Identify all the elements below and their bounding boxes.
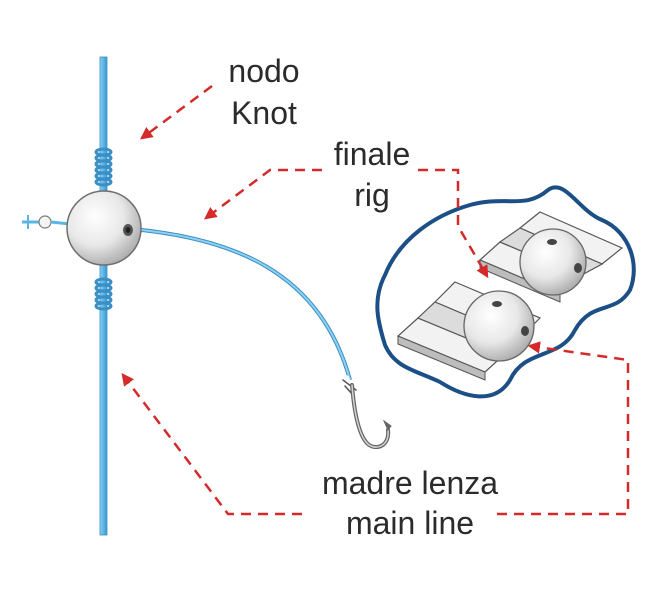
rig-leader [131, 227, 352, 381]
stopper-icon [22, 215, 71, 229]
label-rig-english: rig [354, 177, 390, 213]
arrow-main-holder [497, 341, 630, 516]
lower-knot [94, 277, 113, 311]
bead-holder-icon [375, 185, 636, 399]
label-knot-italian: nodo [228, 53, 299, 89]
hook-icon [342, 375, 392, 450]
upper-knot [94, 147, 113, 187]
label-main-line-english: main line [346, 505, 474, 541]
arrow-main-line [121, 373, 302, 516]
label-knot-english: Knot [231, 95, 297, 131]
label-rig-italian: finale [334, 136, 411, 172]
arrow-rig-leader [204, 168, 322, 220]
label-main-line-italian: madre lenza [322, 465, 498, 501]
arrow-rig-holder [418, 168, 489, 279]
arrow-knot [139, 84, 213, 140]
bead-icon [66, 190, 142, 266]
